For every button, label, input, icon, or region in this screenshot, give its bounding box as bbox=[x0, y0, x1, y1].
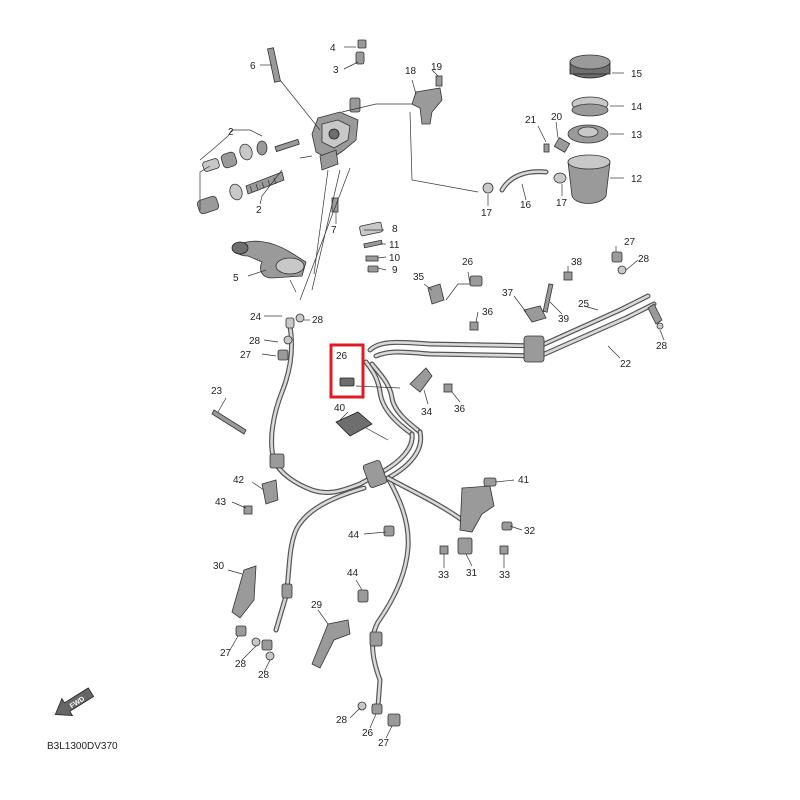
callout-c59: 27 bbox=[378, 738, 390, 749]
callout-c57: 28 bbox=[336, 715, 348, 726]
callout-c36: 28 bbox=[249, 336, 261, 347]
callout-c19: 5 bbox=[233, 273, 239, 284]
callout-c9: 12 bbox=[631, 174, 643, 185]
callout-c54: 27 bbox=[220, 648, 232, 659]
callout-c8: 13 bbox=[631, 130, 643, 141]
callout-c47: 44 bbox=[348, 530, 360, 541]
callout-c2: 3 bbox=[333, 65, 339, 76]
callout-c20: 16 bbox=[520, 200, 532, 211]
callout-c26: 26 bbox=[462, 257, 474, 268]
reservoir-hose[interactable] bbox=[482, 169, 549, 194]
callout-c56: 28 bbox=[258, 670, 270, 681]
callout-c22: 17 bbox=[556, 198, 568, 209]
callout-c34: 24 bbox=[250, 312, 262, 323]
callout-c21: 17 bbox=[481, 208, 493, 219]
callout-c27: 35 bbox=[413, 272, 425, 283]
brake-lever[interactable] bbox=[231, 240, 307, 279]
callout-c38: 26 bbox=[336, 351, 348, 362]
callout-c11: 20 bbox=[551, 112, 563, 123]
master-cylinder-assembly[interactable] bbox=[267, 39, 367, 171]
callout-c17: 10 bbox=[389, 253, 401, 264]
hose-brackets[interactable] bbox=[211, 251, 664, 727]
callout-c28: 37 bbox=[502, 288, 514, 299]
callout-c33: 28 bbox=[656, 341, 668, 352]
callout-c32: 22 bbox=[620, 359, 632, 370]
callout-c46: 32 bbox=[524, 526, 536, 537]
callout-c42: 36 bbox=[454, 404, 466, 415]
callout-c52: 44 bbox=[347, 568, 359, 579]
callout-c49: 33 bbox=[438, 570, 450, 581]
fwd-label: FWD bbox=[69, 696, 86, 710]
callout-c30: 39 bbox=[558, 314, 570, 325]
callout-c41: 34 bbox=[421, 407, 433, 418]
callout-c29: 36 bbox=[482, 307, 494, 318]
fwd-arrow-icon: FWD bbox=[54, 687, 95, 716]
brake-hose-lines[interactable] bbox=[269, 293, 657, 709]
callout-c6: 15 bbox=[631, 69, 643, 80]
callout-c18: 9 bbox=[392, 265, 398, 276]
callout-c58: 26 bbox=[362, 728, 374, 739]
callout-c16: 11 bbox=[389, 240, 400, 251]
callout-c3: 6 bbox=[250, 61, 256, 72]
lever-small-parts[interactable] bbox=[331, 197, 383, 273]
callout-c15: 8 bbox=[392, 224, 398, 235]
callout-c44: 43 bbox=[215, 497, 227, 508]
highlight-box bbox=[329, 343, 365, 399]
callout-c1: 4 bbox=[330, 43, 336, 54]
callout-c25: 38 bbox=[571, 257, 583, 268]
callout-c40: 23 bbox=[211, 386, 223, 397]
brake-fluid-reservoir[interactable] bbox=[543, 54, 611, 204]
callout-c7: 14 bbox=[631, 102, 643, 113]
callout-c37: 27 bbox=[240, 350, 252, 361]
callout-c48: 31 bbox=[466, 568, 478, 579]
callout-c4: 18 bbox=[405, 66, 417, 77]
callout-c53: 29 bbox=[311, 600, 323, 611]
callout-c23: 27 bbox=[624, 237, 636, 248]
diagram-code: B3L1300DV370 bbox=[47, 741, 118, 752]
callout-c43: 42 bbox=[233, 475, 245, 486]
callout-c12: 2 bbox=[228, 127, 234, 138]
callout-c50: 33 bbox=[499, 570, 511, 581]
callout-c35: 28 bbox=[312, 315, 324, 326]
callout-c13: 2 bbox=[256, 205, 262, 216]
callout-c39: 40 bbox=[334, 403, 346, 414]
callout-c51: 30 bbox=[213, 561, 225, 572]
callout-c5: 19 bbox=[431, 62, 443, 73]
callout-c55: 28 bbox=[235, 659, 247, 670]
callout-c10: 21 bbox=[525, 115, 537, 126]
callout-labels: 4 3 6 18 19 15 14 13 12 21 20 2 2 7 8 11… bbox=[211, 43, 668, 749]
callout-c45: 41 bbox=[518, 475, 530, 486]
leader-lines bbox=[199, 46, 665, 739]
callout-c24: 28 bbox=[638, 254, 650, 265]
bracket-18[interactable] bbox=[411, 75, 443, 125]
hose-grommets[interactable] bbox=[269, 317, 545, 647]
piston-kit[interactable] bbox=[196, 138, 300, 215]
callout-c31: 25 bbox=[578, 299, 590, 310]
callout-c14: 7 bbox=[331, 225, 337, 236]
